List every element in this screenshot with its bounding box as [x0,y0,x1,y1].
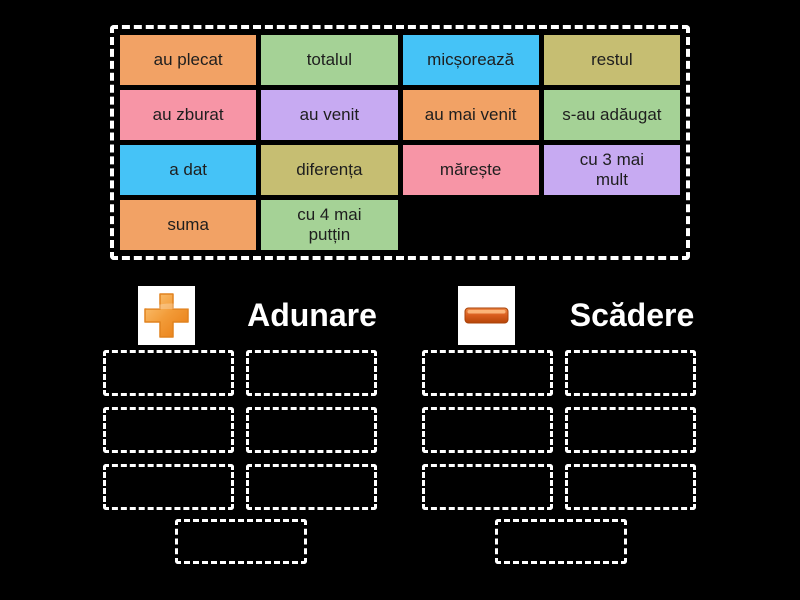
drop-slot-adunare-4[interactable] [246,407,377,453]
group-title-scadere: Scădere [569,297,695,333]
drop-slot-scadere-5[interactable] [422,464,553,510]
group-header-adunare: Adunare [138,286,414,345]
word-tile[interactable]: au zburat [120,90,257,140]
drop-slot-adunare-2[interactable] [246,350,377,396]
word-tile[interactable]: cu 4 mai putțin [261,200,398,250]
drop-slot-scadere-2[interactable] [565,350,696,396]
word-tile[interactable]: micșorează [402,35,539,85]
word-tile[interactable]: au plecat [120,35,257,85]
word-tile[interactable]: diferența [261,145,398,195]
drop-slot-scadere-1[interactable] [422,350,553,396]
word-tile[interactable]: mărește [402,145,539,195]
plus-icon [138,286,195,345]
drop-slot-adunare-6[interactable] [246,464,377,510]
drop-slot-scadere-3[interactable] [422,407,553,453]
drop-slot-adunare-5[interactable] [103,464,234,510]
drop-slot-scadere-4[interactable] [565,407,696,453]
drop-slot-adunare-3[interactable] [103,407,234,453]
word-tile[interactable]: suma [120,200,257,250]
group-title-adunare: Adunare [247,297,377,333]
minus-icon [458,286,515,345]
drop-slot-adunare-1[interactable] [103,350,234,396]
word-tile[interactable]: cu 3 mai mult [543,145,680,195]
word-bank: au plecat totalul micșorează restul au z… [110,25,690,260]
drop-slot-adunare-7[interactable] [175,519,307,564]
word-tile[interactable]: au mai venit [402,90,539,140]
word-tile[interactable]: totalul [261,35,398,85]
drop-slot-scadere-6[interactable] [565,464,696,510]
word-tile[interactable]: s-au adăugat [543,90,680,140]
word-tile[interactable]: au venit [261,90,398,140]
word-tile[interactable]: a dat [120,145,257,195]
group-header-scadere: Scădere [458,286,734,345]
drop-slot-scadere-7[interactable] [495,519,627,564]
word-tile[interactable]: restul [543,35,680,85]
